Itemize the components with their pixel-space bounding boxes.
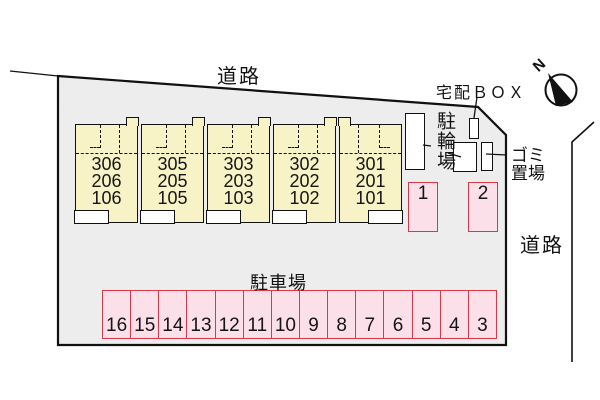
dashed-corner [380, 147, 390, 148]
parking-space-1: 1 [408, 182, 438, 232]
delivery-box [469, 118, 479, 139]
entrance-porch [206, 209, 242, 224]
roof-bump [125, 117, 139, 126]
parking-stall: 16 [103, 291, 132, 338]
dashed-line [76, 153, 137, 154]
roof-bump [323, 117, 337, 126]
dashed-line [317, 125, 318, 153]
garbage-leader [485, 153, 508, 156]
stall-number: 5 [420, 315, 432, 336]
dashed-line [100, 125, 101, 148]
parking-stall: 4 [441, 291, 469, 338]
stall-number: 12 [218, 315, 240, 336]
dashed-line [298, 125, 299, 148]
room-numbers: 306 206 106 [91, 154, 122, 208]
building-unit-303: 303 203 103 [206, 117, 271, 224]
dashed-line [185, 125, 186, 153]
road-label-right: 道路 [520, 235, 564, 257]
parking-stall: 10 [272, 291, 300, 338]
roof-bump [338, 117, 352, 126]
stall-number: 11 [247, 315, 268, 336]
bicycle-parking-area [405, 113, 425, 170]
parking-stall: 12 [216, 291, 244, 338]
stall-number: 8 [336, 315, 347, 336]
parking-lot-label: 駐車場 [250, 273, 307, 293]
stall-number: 10 [274, 315, 296, 336]
garbage-station [453, 142, 477, 172]
room-numbers: 303 203 103 [223, 154, 254, 208]
road-edge-left [9, 70, 59, 77]
dashed-line [232, 125, 233, 148]
stall-number: 3 [477, 315, 488, 336]
compass-needle [548, 73, 573, 106]
dashed-corner [156, 147, 166, 148]
delivery-box-leader [473, 96, 478, 119]
compass [544, 73, 578, 107]
delivery-box-label: 宅配ＢＯＸ [436, 85, 527, 102]
parking-stall: 7 [356, 291, 385, 338]
parking-stall: 15 [131, 291, 160, 338]
parking-stall: 13 [187, 291, 216, 338]
dashed-line [379, 125, 380, 148]
entrance-porch [74, 209, 110, 224]
parking-stall: 6 [384, 291, 413, 338]
road-edge-right [571, 121, 595, 362]
stall-number: 13 [190, 315, 212, 336]
stall-number: 16 [106, 315, 128, 336]
parking-row: 16 15 14 13 12 11 10 9 8 7 6 5 4 3 [102, 290, 497, 339]
dashed-corner [90, 147, 100, 148]
road-label-top: 道路 [217, 66, 261, 88]
dashed-corner [288, 147, 298, 148]
bicycle-leader [422, 144, 432, 147]
entrance-porch [140, 209, 176, 224]
bicycle-parking-label: 駐輪場 [434, 111, 455, 171]
dashed-line [340, 153, 401, 154]
parking-stall: 9 [300, 291, 329, 338]
garbage-area-label: ゴミ 置場 [511, 146, 545, 183]
parking-stall: 14 [159, 291, 188, 338]
dashed-line [358, 125, 359, 153]
dashed-line [274, 153, 335, 154]
stall-number: 7 [364, 315, 376, 336]
dashed-corner [222, 147, 232, 148]
roof-bump [257, 117, 271, 126]
entrance-porch [272, 209, 308, 224]
compass-circle [544, 73, 578, 107]
dashed-line [251, 125, 252, 153]
stall-number: 9 [308, 315, 319, 336]
stall-number: 6 [392, 315, 404, 336]
stall-number: 14 [162, 315, 184, 336]
building-unit-305: 305 205 105 [140, 117, 205, 224]
building-unit-306: 306 206 106 [74, 117, 139, 224]
room-numbers: 305 205 105 [157, 154, 188, 208]
parking-stall: 8 [328, 291, 357, 338]
dashed-line [166, 125, 167, 148]
building-unit-301: 301 201 101 [338, 117, 403, 224]
parking-space-2: 2 [468, 182, 498, 232]
parking-stall: 5 [413, 291, 441, 338]
garbage-station-door [481, 142, 493, 171]
room-numbers: 301 201 101 [355, 154, 386, 208]
parking-stall: 3 [469, 291, 496, 338]
parking-stall: 11 [244, 291, 272, 338]
building-unit-302: 302 202 102 [272, 117, 337, 224]
bicycle-leader-2 [447, 152, 462, 158]
stall-number: 15 [134, 315, 156, 336]
parking-space-number: 2 [477, 183, 489, 204]
entrance-porch [367, 209, 403, 224]
stall-number: 4 [448, 315, 460, 336]
room-numbers: 302 202 102 [289, 154, 320, 208]
roof-bump [191, 117, 205, 126]
dashed-line [119, 125, 120, 153]
dashed-line [208, 153, 269, 154]
parking-space-number: 1 [417, 183, 429, 204]
dashed-line [142, 153, 203, 154]
